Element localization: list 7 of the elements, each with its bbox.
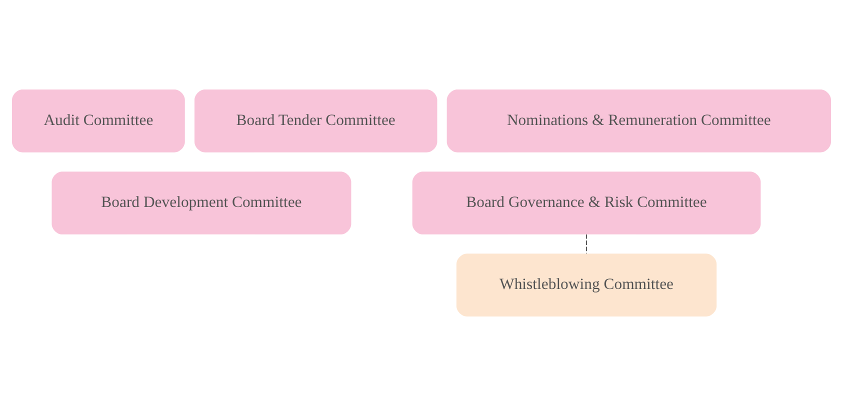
node-box: Whistleblowing Committee <box>456 253 717 316</box>
node-box: Nominations & Remuneration Committee <box>446 89 831 152</box>
node-box: Audit Committee <box>12 89 185 152</box>
connector <box>586 234 587 254</box>
node-box: Board Tender Committee <box>194 89 438 152</box>
node-box: Board Governance & Risk Committee <box>412 171 761 234</box>
node-box: Board Development Committee <box>52 171 352 234</box>
